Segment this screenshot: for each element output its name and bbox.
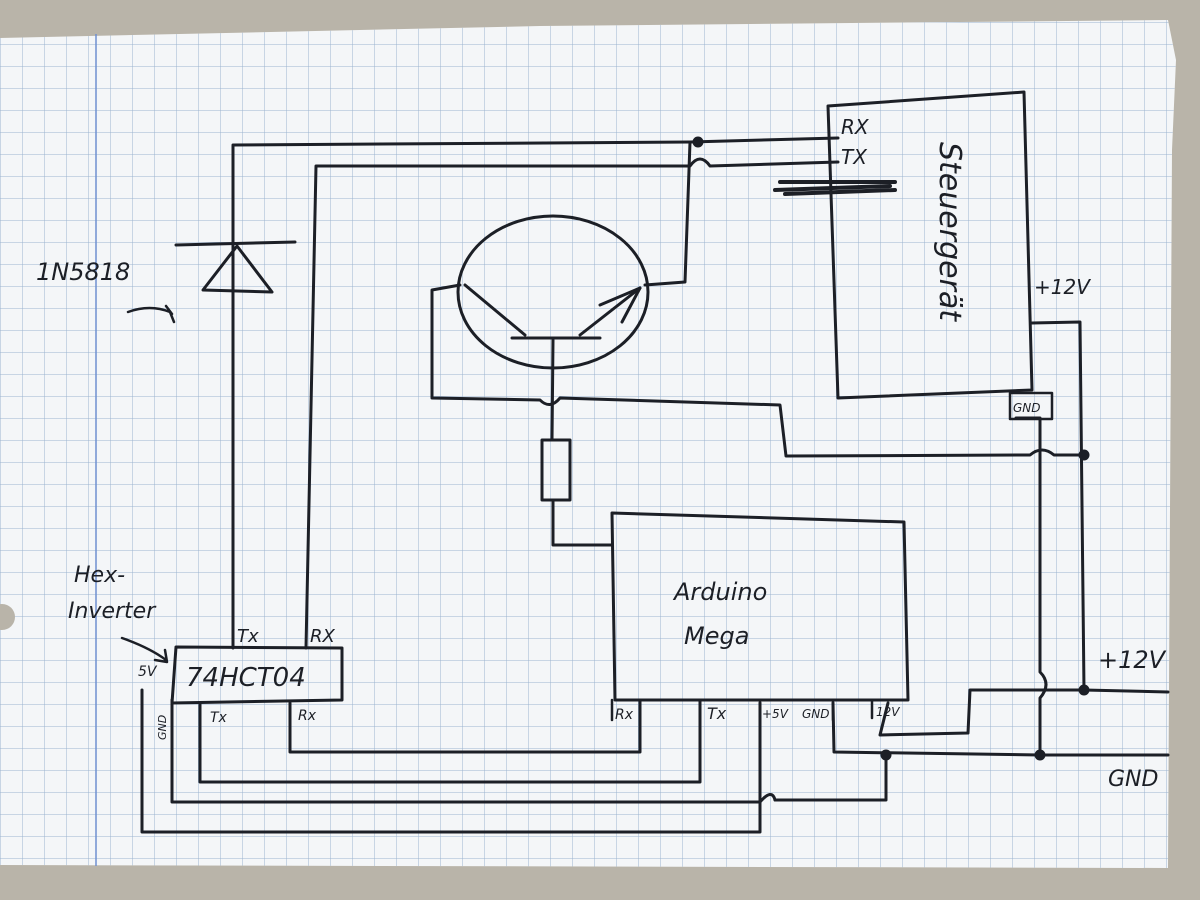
junction-12v-lower — [1078, 684, 1090, 696]
inverter-pin-rx-top: RX — [310, 626, 336, 647]
wire-gnd-return — [773, 753, 888, 802]
inverter-pin-tx-bottom: Tx — [210, 710, 228, 726]
wire-emitter — [643, 140, 692, 287]
wire-controller-gnd — [1014, 416, 1170, 757]
wire-tx-to-rx — [231, 136, 840, 650]
arduino-pin-tx: Tx — [707, 704, 727, 723]
inverter-pin-gnd: GND — [156, 715, 169, 740]
rail-gnd-label: GND — [1108, 767, 1158, 792]
resistor-symbol — [540, 438, 572, 502]
wiring — [140, 136, 1170, 834]
diode-label: 1N5818 — [36, 258, 130, 286]
controller-name: Steuergerät — [932, 142, 967, 322]
wire-arduino-12v — [878, 688, 1086, 737]
controller-pin-tx: TX — [841, 145, 868, 169]
inverter-pin-tx-top: Tx — [237, 626, 259, 647]
wire-controller-12v — [1030, 320, 1170, 694]
wire-resistor-to-arduino — [551, 498, 614, 547]
inverter-pin-5v: 5V — [138, 664, 158, 680]
controller-pin-rx: RX — [841, 115, 870, 139]
junction-12v — [1078, 449, 1090, 461]
transistor-symbol — [456, 214, 650, 370]
wire-collector — [430, 283, 1086, 458]
arduino-name-1: Arduino — [672, 578, 767, 606]
wire-rx-bottom — [288, 698, 642, 754]
wire-base — [550, 338, 555, 442]
arduino-pin-12v: 12V — [876, 705, 900, 719]
arduino-pin-5v: +5V — [762, 707, 789, 721]
diode-arrow — [126, 304, 176, 324]
junction-gnd-arduino — [880, 749, 892, 761]
arduino-pin-ticks — [610, 698, 874, 722]
rail-12v-label: +12V — [1098, 646, 1167, 674]
inverter-pin-rx-bottom: Rx — [298, 708, 317, 724]
junction-rx — [692, 136, 704, 148]
inverter-caption-2: Inverter — [68, 599, 157, 624]
inverter-caption-1: Hex- — [74, 563, 125, 588]
arduino-pin-rx: Rx — [615, 707, 634, 723]
controller-pin-12v: +12V — [1034, 275, 1091, 299]
crossed-out-pin — [773, 180, 897, 196]
inverter-chip-label: 74HCT04 — [186, 663, 306, 693]
wire-tx-bottom — [198, 698, 702, 784]
junction-gnd — [1034, 749, 1046, 761]
paper-sheet — [0, 20, 1176, 868]
inverter-arrow — [120, 636, 169, 664]
arduino-box — [610, 511, 910, 702]
diode-symbol — [174, 240, 297, 294]
controller-pin-gnd: GND — [1013, 401, 1041, 415]
punch-hole — [0, 604, 15, 630]
controller-gnd-pin — [1008, 391, 1054, 421]
arduino-pin-gnd: GND — [802, 707, 830, 721]
wire-inverter-5v — [140, 688, 762, 834]
arduino-name-2: Mega — [684, 622, 749, 650]
inverter-box — [170, 645, 344, 705]
controller-box — [826, 90, 1034, 400]
